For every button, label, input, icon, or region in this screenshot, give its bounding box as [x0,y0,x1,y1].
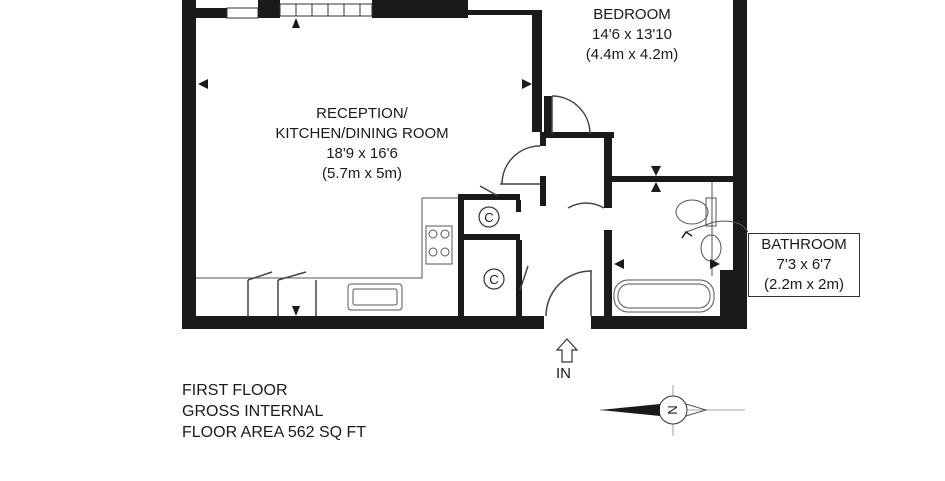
bathroom-fixtures [613,182,722,313]
kitchen-counter [196,197,458,311]
compass-label: N [665,405,680,414]
bathroom-metric: (2.2m x 2m) [763,276,844,293]
cupboard-label-upper: C [484,210,493,225]
cupboard-circle-lower [483,268,505,290]
entrance-label: IN [556,365,571,382]
reception-room-label: RECEPTION/ KITCHEN/DINING ROOM 18'9 x 16… [262,104,462,184]
bathroom-pointer-tick [681,230,693,239]
reception-name-line2: KITCHEN/DINING ROOM [275,125,449,142]
bathroom-name: BATHROOM [761,236,847,253]
reception-metric: (5.7m x 5m) [321,165,402,182]
compass-icon: N [600,385,745,436]
entrance-arrow-icon [555,338,579,363]
bathroom-room-label: BATHROOM 7'3 x 6'7 (2.2m x 2m) [748,233,860,297]
dimension-markers [198,18,720,316]
floor-info-line1: FIRST FLOOR [182,382,288,399]
bedroom-room-label: BEDROOM 14'6 x 13'10 (4.4m x 4.2m) [572,5,692,65]
bedroom-metric: (4.4m x 4.2m) [585,46,679,63]
bathroom-pointer [685,220,749,233]
floor-info: FIRST FLOOR GROSS INTERNAL FLOOR AREA 56… [182,380,366,443]
cupboard-circle-upper [478,206,500,228]
reception-name-line1: RECEPTION/ [316,105,408,122]
floor-info-line3: FLOOR AREA 562 SQ FT [182,424,367,441]
walls [182,0,747,329]
bedroom-name: BEDROOM [593,6,671,23]
cupboard-label-lower: C [489,272,498,287]
reception-imperial: 18'9 x 16'6 [326,145,398,162]
floor-info-line2: GROSS INTERNAL [182,403,324,420]
bathroom-imperial: 7'3 x 6'7 [776,256,832,273]
windows [226,3,373,19]
bedroom-imperial: 14'6 x 13'10 [592,26,672,43]
doors [247,95,605,317]
